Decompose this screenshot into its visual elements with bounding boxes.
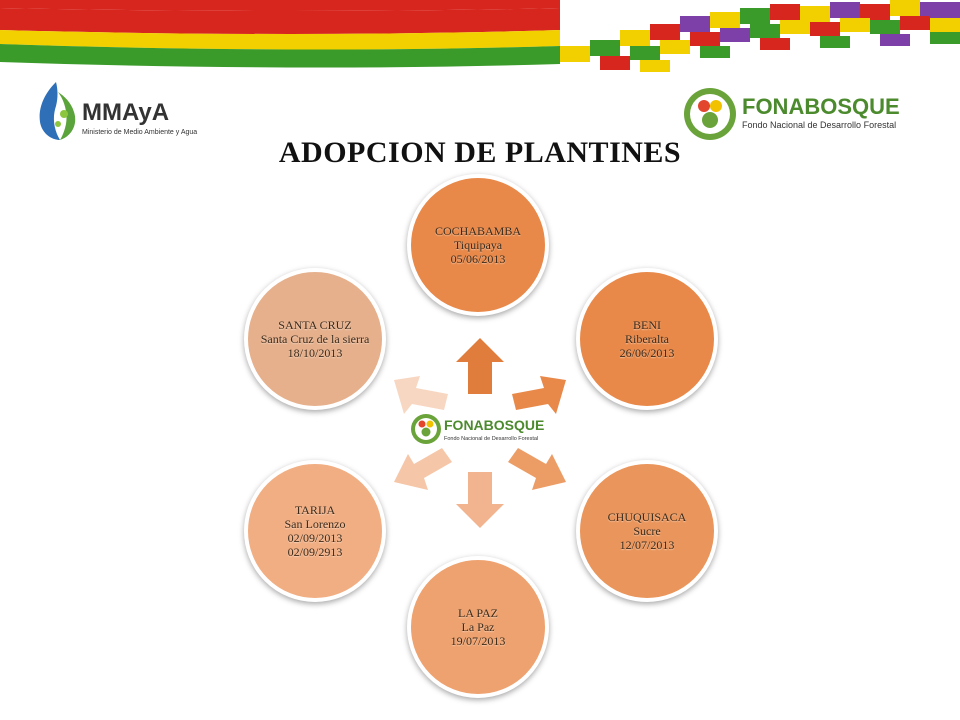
- svg-text:FONABOSQUE: FONABOSQUE: [444, 417, 544, 433]
- svg-text:Fondo Nacional de Desarrollo F: Fondo Nacional de Desarrollo Forestal: [742, 120, 896, 130]
- node-beni: BENI Riberalta 26/06/2013: [576, 268, 718, 410]
- node-city: Tiquipaya: [453, 238, 503, 252]
- arrow-upper-left: [394, 376, 448, 414]
- node-tarija: TARIJA San Lorenzo 02/09/2013 02/09/2913: [244, 460, 386, 602]
- node-chuquisaca: CHUQUISACA Sucre 12/07/2013: [576, 460, 718, 602]
- svg-text:Ministerio de Medio Ambiente y: Ministerio de Medio Ambiente y Agua: [82, 129, 197, 136]
- arrow-down: [456, 472, 504, 528]
- node-city: San Lorenzo: [284, 517, 346, 531]
- arrow-lower-right: [508, 448, 566, 490]
- page-title: ADOPCION DE PLANTINES: [278, 136, 682, 169]
- arrow-lower-left: [394, 448, 452, 490]
- node-date: 19/07/2013: [450, 634, 506, 648]
- flag-banner: [0, 0, 960, 80]
- node-dept: SANTA CRUZ: [278, 318, 352, 332]
- node-date: 18/10/2013: [287, 346, 343, 360]
- svg-text:FONABOSQUE: FONABOSQUE: [742, 94, 900, 119]
- node-date-2: 02/09/2913: [287, 545, 343, 559]
- node-dept: BENI: [633, 318, 661, 332]
- node-cochabamba: COCHABAMBA Tiquipaya 05/06/2013: [407, 174, 549, 316]
- svg-text:Fondo Nacional de Desarrollo F: Fondo Nacional de Desarrollo Forestal: [444, 436, 538, 442]
- node-date: 02/09/2013: [287, 531, 343, 545]
- center-fonabosque-logo: FONABOSQUE Fondo Nacional de Desarrollo …: [410, 410, 550, 448]
- node-date: 05/06/2013: [450, 252, 506, 266]
- node-date: 26/06/2013: [619, 346, 675, 360]
- arrow-upper-right: [512, 376, 566, 414]
- node-santa-cruz: SANTA CRUZ Santa Cruz de la sierra 18/10…: [244, 268, 386, 410]
- node-city: Riberalta: [625, 332, 669, 346]
- node-city: La Paz: [461, 620, 495, 634]
- node-dept: COCHABAMBA: [434, 224, 521, 238]
- node-date: 12/07/2013: [619, 538, 675, 552]
- mmaya-logo: MMAyA Ministerio de Medio Ambiente y Agu…: [34, 78, 214, 144]
- node-dept: CHUQUISACA: [607, 510, 687, 524]
- node-dept: TARIJA: [294, 503, 336, 517]
- arrow-up: [456, 338, 504, 394]
- svg-text:MMAyA: MMAyA: [82, 99, 169, 126]
- node-city: Sucre: [633, 524, 661, 538]
- node-dept: LA PAZ: [458, 606, 498, 620]
- fonabosque-logo: FONABOSQUE Fondo Nacional de Desarrollo …: [682, 84, 922, 144]
- node-la-paz: LA PAZ La Paz 19/07/2013: [407, 556, 549, 698]
- node-city: Santa Cruz de la sierra: [260, 332, 370, 346]
